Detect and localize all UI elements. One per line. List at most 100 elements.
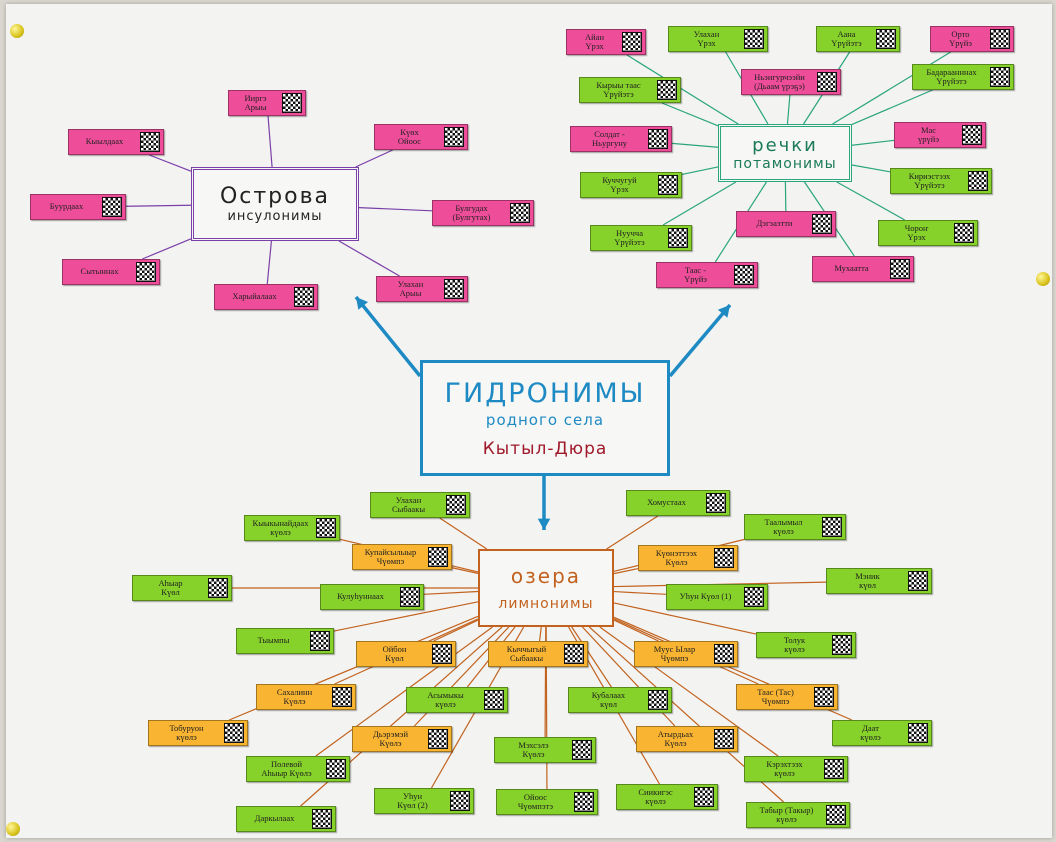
rivers-card-label: Мас үрүйэ — [918, 124, 939, 144]
lakes-card: Таас (Тас) Чүөмпэ — [736, 684, 838, 710]
qr-code-icon[interactable] — [574, 792, 594, 812]
lakes-card: Аһыар Күөл — [132, 575, 232, 601]
rivers-hub: речки потамонимы — [718, 124, 852, 182]
qr-code-icon[interactable] — [444, 127, 464, 147]
lakes-card-label: Мэник күөл — [855, 570, 880, 590]
lakes-card-label: Полевой Аһыыр Күөлэ — [261, 758, 312, 778]
qr-code-icon[interactable] — [510, 203, 530, 223]
lakes-connector — [613, 567, 639, 575]
qr-code-icon[interactable] — [450, 791, 470, 811]
qr-code-icon[interactable] — [668, 228, 688, 248]
qr-code-icon[interactable] — [714, 729, 734, 749]
qr-code-icon[interactable] — [208, 578, 228, 598]
qr-code-icon[interactable] — [990, 67, 1010, 87]
rivers-connector — [671, 142, 719, 148]
qr-code-icon[interactable] — [332, 687, 352, 707]
lakes-card-label: Кыыкынайдаах күөлэ — [252, 517, 309, 537]
qr-code-icon[interactable] — [968, 171, 988, 191]
arrow-to-islands — [354, 295, 422, 378]
islands-connector — [358, 207, 433, 212]
rivers-card: Нуучча Үрүйэтэ — [590, 225, 692, 251]
qr-code-icon[interactable] — [908, 723, 928, 743]
qr-code-icon[interactable] — [432, 644, 452, 664]
qr-code-icon[interactable] — [990, 29, 1010, 49]
qr-code-icon[interactable] — [744, 29, 764, 49]
lakes-connector — [613, 602, 757, 635]
lakes-card-label: Дьэрэмэй Күөлэ — [372, 728, 409, 748]
rivers-card: Ньэигурчээйи (Дьаам үрэҕэ) — [741, 69, 841, 95]
lakes-subtitle: лимнонимы — [498, 596, 594, 612]
lakes-connector — [423, 590, 479, 595]
qr-code-icon[interactable] — [310, 631, 330, 651]
qr-code-icon[interactable] — [282, 93, 302, 113]
islands-title: Острова — [219, 184, 331, 209]
qr-code-icon[interactable] — [832, 635, 852, 655]
lakes-connector — [571, 626, 612, 688]
lakes-card-label: Кубалаах күөл — [591, 689, 626, 709]
lakes-connector — [315, 626, 493, 757]
arrow-to-islands-head — [356, 297, 369, 310]
qr-code-icon[interactable] — [812, 214, 832, 234]
lakes-card: Купайсылыыр Чүөмпэ — [352, 544, 452, 570]
qr-code-icon[interactable] — [294, 287, 314, 307]
qr-code-icon[interactable] — [706, 493, 726, 513]
rivers-subtitle: потамонимы — [733, 155, 837, 172]
lakes-card: Толук күөлэ — [756, 632, 856, 658]
qr-code-icon[interactable] — [224, 723, 244, 743]
qr-code-icon[interactable] — [826, 805, 846, 825]
qr-code-icon[interactable] — [962, 125, 982, 145]
qr-code-icon[interactable] — [694, 787, 714, 807]
lakes-card-label: Купайсылыыр Чүөмпэ — [364, 546, 417, 566]
qr-code-icon[interactable] — [484, 690, 504, 710]
qr-code-icon[interactable] — [954, 223, 974, 243]
qr-code-icon[interactable] — [908, 571, 928, 591]
lakes-card-label: Күөнэттээх Күөлэ — [655, 547, 698, 567]
qr-code-icon[interactable] — [326, 759, 346, 779]
qr-code-icon[interactable] — [734, 265, 754, 285]
center-hub: ГИДРОНИМЫ родного села Кытыл-Дюра — [420, 360, 670, 476]
lakes-card-label: Кыччыгый Сыбаакы — [506, 643, 547, 663]
qr-code-icon[interactable] — [657, 80, 677, 100]
qr-code-icon[interactable] — [824, 759, 844, 779]
lakes-card-label: Таалымыл күөлэ — [764, 516, 803, 536]
lakes-connector — [451, 567, 479, 574]
qr-code-icon[interactable] — [444, 279, 464, 299]
qr-code-icon[interactable] — [140, 132, 160, 152]
rivers-card: Бадараанннах Үрүйэтэ — [912, 64, 1014, 90]
qr-code-icon[interactable] — [446, 495, 466, 515]
rivers-card-label: Орто Үрүйэ — [949, 28, 972, 48]
rivers-card-label: Аана Үрүйэтэ — [831, 28, 862, 48]
qr-code-icon[interactable] — [658, 175, 678, 195]
qr-code-icon[interactable] — [136, 262, 156, 282]
qr-code-icon[interactable] — [714, 548, 734, 568]
pushpin-icon — [10, 24, 24, 38]
qr-code-icon[interactable] — [400, 587, 420, 607]
rivers-card-label: Солдат - Ньургуну — [591, 128, 628, 148]
rivers-card-label: Куччугуй Үрэх — [602, 174, 637, 194]
qr-code-icon[interactable] — [817, 72, 837, 92]
qr-code-icon[interactable] — [648, 129, 668, 149]
qr-code-icon[interactable] — [822, 517, 842, 537]
qr-code-icon[interactable] — [744, 587, 764, 607]
rivers-connector — [836, 181, 906, 221]
qr-code-icon[interactable] — [814, 687, 834, 707]
qr-code-icon[interactable] — [102, 197, 122, 217]
islands-connector — [355, 149, 393, 168]
qr-code-icon[interactable] — [648, 690, 668, 710]
lakes-card-label: Табыр (Такыр) күөлэ — [759, 804, 814, 824]
qr-code-icon[interactable] — [890, 259, 910, 279]
qr-code-icon[interactable] — [316, 518, 336, 538]
qr-code-icon[interactable] — [572, 740, 592, 760]
qr-code-icon[interactable] — [428, 547, 448, 567]
qr-code-icon[interactable] — [564, 644, 584, 664]
lakes-card-label: Кэрэхтээх күөлэ — [766, 758, 803, 778]
qr-code-icon[interactable] — [428, 729, 448, 749]
lakes-card-label: Даат күөлэ — [860, 722, 881, 742]
rivers-card-label: Таас - Үрүйэ — [684, 264, 707, 284]
qr-code-icon[interactable] — [876, 29, 896, 49]
qr-code-icon[interactable] — [312, 809, 332, 829]
qr-code-icon[interactable] — [714, 644, 734, 664]
islands-hub: Острова инсулонимы — [191, 167, 359, 241]
islands-card: Ииргэ Арыы — [228, 90, 306, 116]
qr-code-icon[interactable] — [622, 32, 642, 52]
